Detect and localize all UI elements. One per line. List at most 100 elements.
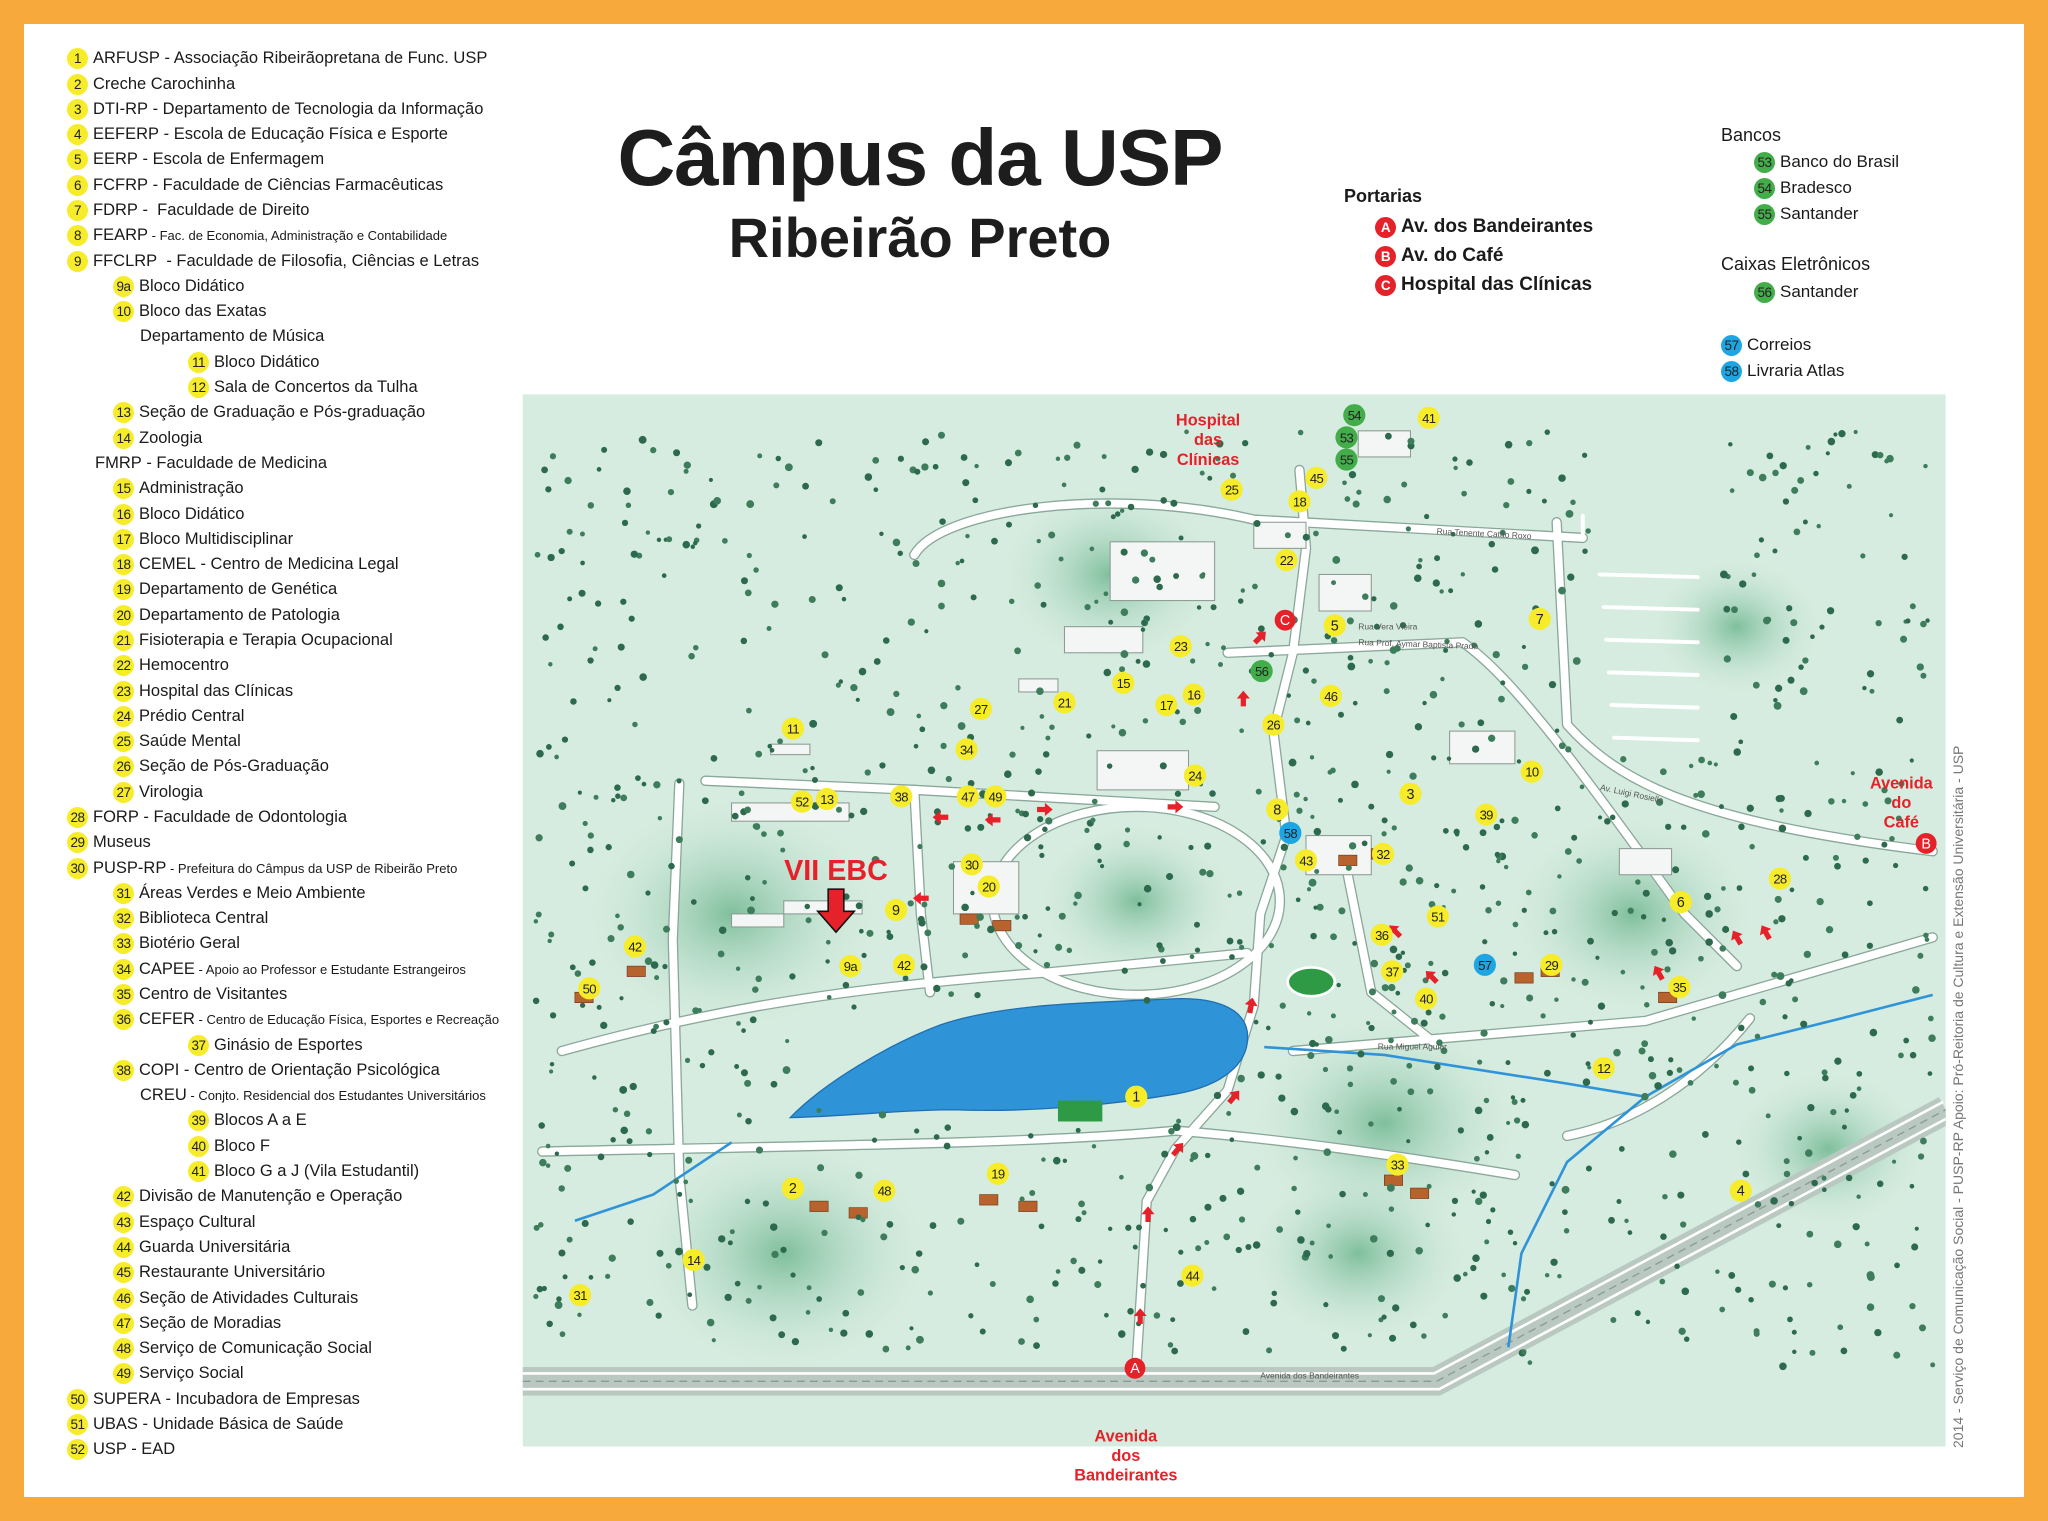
map-marker[interactable]: 43 (1294, 849, 1318, 872)
marker-circle (1262, 713, 1285, 736)
map-marker[interactable]: 10 (1520, 760, 1543, 783)
map-marker[interactable]: 53 (1335, 426, 1358, 449)
map-marker[interactable]: 22 (1275, 548, 1298, 572)
tree (777, 829, 784, 837)
map-marker[interactable]: 54 (1343, 404, 1366, 427)
map-marker[interactable]: 39 (1475, 803, 1498, 826)
street-label: Rua Tenente Catão Roxo (1436, 526, 1532, 541)
map-marker[interactable]: 37 (1381, 960, 1404, 983)
map-marker[interactable]: 33 (1386, 1153, 1409, 1176)
map-marker[interactable]: 2 (781, 1176, 805, 1200)
map-marker[interactable]: 13 (815, 787, 838, 811)
map-marker[interactable]: 57 (1473, 953, 1496, 976)
map-marker[interactable]: 1 (1125, 1085, 1148, 1108)
map-marker[interactable]: 3 (1399, 782, 1422, 805)
map-marker[interactable]: 42 (892, 953, 915, 976)
map-marker[interactable]: 18 (1288, 490, 1311, 513)
map-marker[interactable]: 11 (781, 717, 805, 740)
map-marker[interactable]: 28 (1768, 867, 1792, 890)
map-marker[interactable]: 31 (569, 1284, 592, 1307)
map-marker[interactable]: 45 (1305, 466, 1328, 489)
tree (1585, 1165, 1592, 1172)
marker-label: 40 (1420, 992, 1434, 1007)
map-marker[interactable]: 19 (986, 1162, 1009, 1185)
tree (1041, 1157, 1046, 1162)
map-marker[interactable]: 26 (1262, 713, 1285, 736)
tree (656, 537, 662, 543)
map-marker[interactable]: 50 (578, 977, 601, 1000)
tree (1770, 1197, 1778, 1205)
tree (1543, 930, 1549, 936)
tree (924, 629, 929, 634)
map-marker[interactable]: 25 (1220, 478, 1243, 501)
tree (1014, 449, 1022, 457)
tree (1754, 1201, 1762, 1208)
map-marker[interactable]: 20 (977, 875, 1000, 898)
map-marker[interactable]: 15 (1112, 671, 1135, 694)
map-marker[interactable]: 42 (623, 935, 647, 958)
map-marker[interactable]: 24 (1183, 764, 1207, 787)
tree (1409, 1321, 1417, 1329)
map-marker[interactable]: 14 (682, 1248, 705, 1271)
tree (1384, 432, 1392, 440)
tree (829, 498, 836, 505)
map-marker[interactable]: A (1124, 1357, 1146, 1379)
map-marker[interactable]: 44 (1181, 1264, 1204, 1287)
tree (1357, 1050, 1365, 1058)
map-marker[interactable]: 56 (1250, 659, 1273, 683)
map-marker[interactable]: 55 (1335, 448, 1358, 471)
map-marker[interactable]: 58 (1279, 821, 1302, 845)
map-marker[interactable]: 29 (1540, 953, 1563, 976)
map-marker[interactable]: 9a (839, 955, 862, 978)
map-marker[interactable]: 52 (790, 790, 814, 813)
map-marker[interactable]: 38 (890, 785, 913, 808)
map-marker[interactable]: 17 (1155, 693, 1178, 717)
map-marker[interactable]: 12 (1592, 1056, 1615, 1080)
map-marker[interactable]: 8 (1266, 798, 1289, 821)
map-marker[interactable]: C (1274, 609, 1296, 631)
legend-badge: 9a (113, 275, 134, 297)
map-marker[interactable]: 9 (884, 898, 908, 922)
map-marker[interactable]: 46 (1319, 684, 1342, 707)
map-marker[interactable]: 41 (1417, 406, 1440, 429)
tree (1697, 790, 1705, 798)
map-marker[interactable]: 27 (969, 697, 993, 721)
tree (1620, 756, 1627, 763)
tree (1541, 498, 1547, 504)
map-marker[interactable]: 49 (984, 785, 1007, 808)
map-marker[interactable]: 51 (1426, 905, 1449, 928)
legend-badge: 13 (113, 402, 134, 424)
map-marker[interactable]: 4 (1729, 1179, 1752, 1202)
tree (1587, 1065, 1592, 1070)
legend-description: - Associação Ribeirãopretana de Func. US… (159, 49, 488, 68)
tree (1434, 882, 1440, 889)
map-marker[interactable]: 35 (1668, 975, 1691, 999)
map-marker[interactable]: 23 (1169, 635, 1192, 658)
tree (546, 1320, 553, 1328)
tree (1488, 734, 1496, 742)
marker-circle (884, 898, 908, 922)
map-marker[interactable]: 40 (1415, 987, 1438, 1010)
map-marker[interactable]: 5 (1323, 614, 1346, 637)
map-marker[interactable]: 36 (1370, 923, 1393, 946)
tree (1453, 1274, 1461, 1282)
map-marker[interactable]: B (1915, 832, 1937, 854)
tree (802, 768, 808, 774)
map-marker[interactable]: 30 (960, 853, 983, 876)
map-marker[interactable]: 34 (955, 738, 978, 761)
legend-code: Áreas Verdes e Meio Ambiente (139, 883, 366, 902)
map-marker[interactable]: 48 (873, 1179, 896, 1202)
marker-circle (815, 787, 838, 811)
tree (1754, 552, 1760, 559)
map-marker[interactable]: 7 (1528, 607, 1551, 630)
map-marker[interactable]: 32 (1371, 842, 1395, 865)
map-marker[interactable]: 16 (1182, 683, 1205, 706)
tree (1389, 602, 1398, 610)
map-marker[interactable]: 47 (956, 785, 979, 808)
map-marker[interactable]: 21 (1053, 691, 1076, 714)
map-marker[interactable]: 6 (1669, 891, 1692, 914)
